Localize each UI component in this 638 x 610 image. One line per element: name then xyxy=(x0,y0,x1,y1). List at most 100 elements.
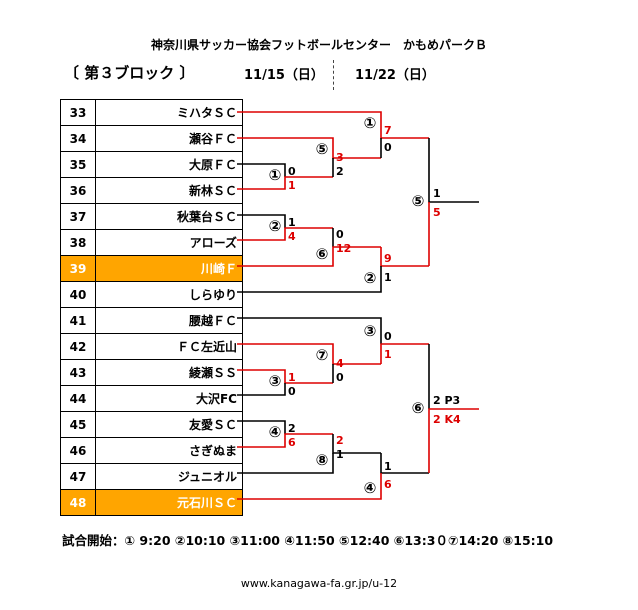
team-name: アローズ xyxy=(95,229,243,256)
footer-url[interactable]: www.kanagawa-fa.gr.jp/u-12 xyxy=(240,577,398,590)
match-r2-34 xyxy=(237,137,381,177)
score: 5 xyxy=(433,206,441,219)
match-r2-39 xyxy=(237,228,381,267)
team-number: 45 xyxy=(60,411,96,438)
match-r1-35-36 xyxy=(237,163,333,190)
score: 1 xyxy=(288,371,296,384)
match-id: ② xyxy=(364,269,377,287)
match-r2-47 xyxy=(237,434,381,474)
match-r1-45-46 xyxy=(237,420,333,448)
score: 2 xyxy=(336,165,344,178)
round1-date: 11/15（日） xyxy=(244,68,324,83)
team-number: 35 xyxy=(60,151,96,178)
score: 9 xyxy=(384,252,392,265)
venue-title: 神奈川県サッカー協会フットボールセンター かもめパークＢ xyxy=(150,38,487,52)
match-r4-bottom xyxy=(428,344,479,473)
team-name: 友愛ＳＣ xyxy=(95,411,243,438)
score: 4 xyxy=(288,230,296,243)
score: 4 xyxy=(336,357,344,370)
team-name: 元石川ＳＣ xyxy=(95,489,243,516)
match-id: ⑤ xyxy=(412,192,425,210)
team-number: 33 xyxy=(60,99,96,126)
team-name: 秋葉台ＳＣ xyxy=(95,203,243,230)
team-number: 36 xyxy=(60,177,96,204)
score: 0 xyxy=(384,330,392,343)
score: 6 xyxy=(288,436,296,449)
team-name: 瀬谷ＦＣ xyxy=(95,125,243,152)
score: 7 xyxy=(384,124,392,137)
match-r3-33 xyxy=(237,111,429,158)
score: 1 xyxy=(288,179,296,192)
date-separator xyxy=(333,60,334,90)
score: 1 xyxy=(384,348,392,361)
team-name: 新林ＳＣ xyxy=(95,177,243,204)
team-number: 42 xyxy=(60,333,96,360)
round2-date: 11/22（日） xyxy=(355,68,435,83)
match-r4-top xyxy=(428,138,479,266)
match-r2-42 xyxy=(237,343,381,383)
team-name: ＦＣ左近山 xyxy=(95,333,243,360)
match-r1-43-44 xyxy=(237,369,333,396)
match-id: ⑥ xyxy=(316,245,329,263)
score: 2 P3 xyxy=(433,394,460,407)
score: 3 xyxy=(336,151,344,164)
match-id: ⑧ xyxy=(316,451,329,469)
match-id: ② xyxy=(269,217,282,235)
match-id: ④ xyxy=(269,423,282,441)
score: 1 xyxy=(384,460,392,473)
score: 0 xyxy=(336,371,344,384)
match-id: ④ xyxy=(364,479,377,497)
team-number: 39 xyxy=(60,255,96,282)
score: 2 xyxy=(288,422,296,435)
match-id: ① xyxy=(364,114,377,132)
score: 6 xyxy=(384,478,392,491)
team-number: 37 xyxy=(60,203,96,230)
match-id: ① xyxy=(269,166,282,184)
match-id: ⑥ xyxy=(412,399,425,417)
block-title: 〔 第３ブロック 〕 xyxy=(64,64,195,82)
score: 2 K4 xyxy=(433,413,461,426)
score: 1 xyxy=(384,271,392,284)
schedule-text: 試合開始：① 9:20 ②10:10 ③11:00 ④11:50 ⑤12:40 … xyxy=(62,533,554,548)
score: 12 xyxy=(336,242,351,255)
score: 0 xyxy=(384,141,392,154)
team-name: さぎぬま xyxy=(95,437,243,464)
score: 1 xyxy=(336,448,344,461)
match-id: ⑦ xyxy=(316,346,329,364)
match-r3-48 xyxy=(237,453,429,500)
team-number: 47 xyxy=(60,463,96,490)
score: 1 xyxy=(433,187,441,200)
team-number: 48 xyxy=(60,489,96,516)
match-id: ③ xyxy=(364,322,377,340)
match-id: ⑤ xyxy=(316,140,329,158)
score: 0 xyxy=(288,385,296,398)
team-number: 38 xyxy=(60,229,96,256)
team-name: ジュニオル xyxy=(95,463,243,490)
score: 0 xyxy=(336,228,344,241)
match-r3-41 xyxy=(237,317,429,364)
match-r1-37-38 xyxy=(237,214,333,241)
team-name: 大沢FC xyxy=(95,385,243,412)
team-number: 46 xyxy=(60,437,96,464)
team-name: 綾瀬ＳＳ xyxy=(95,359,243,386)
score: 2 xyxy=(336,434,344,447)
team-name: しらゆり xyxy=(95,281,243,308)
score: 1 xyxy=(288,216,296,229)
team-number: 34 xyxy=(60,125,96,152)
score: 0 xyxy=(288,165,296,178)
match-id: ③ xyxy=(269,372,282,390)
